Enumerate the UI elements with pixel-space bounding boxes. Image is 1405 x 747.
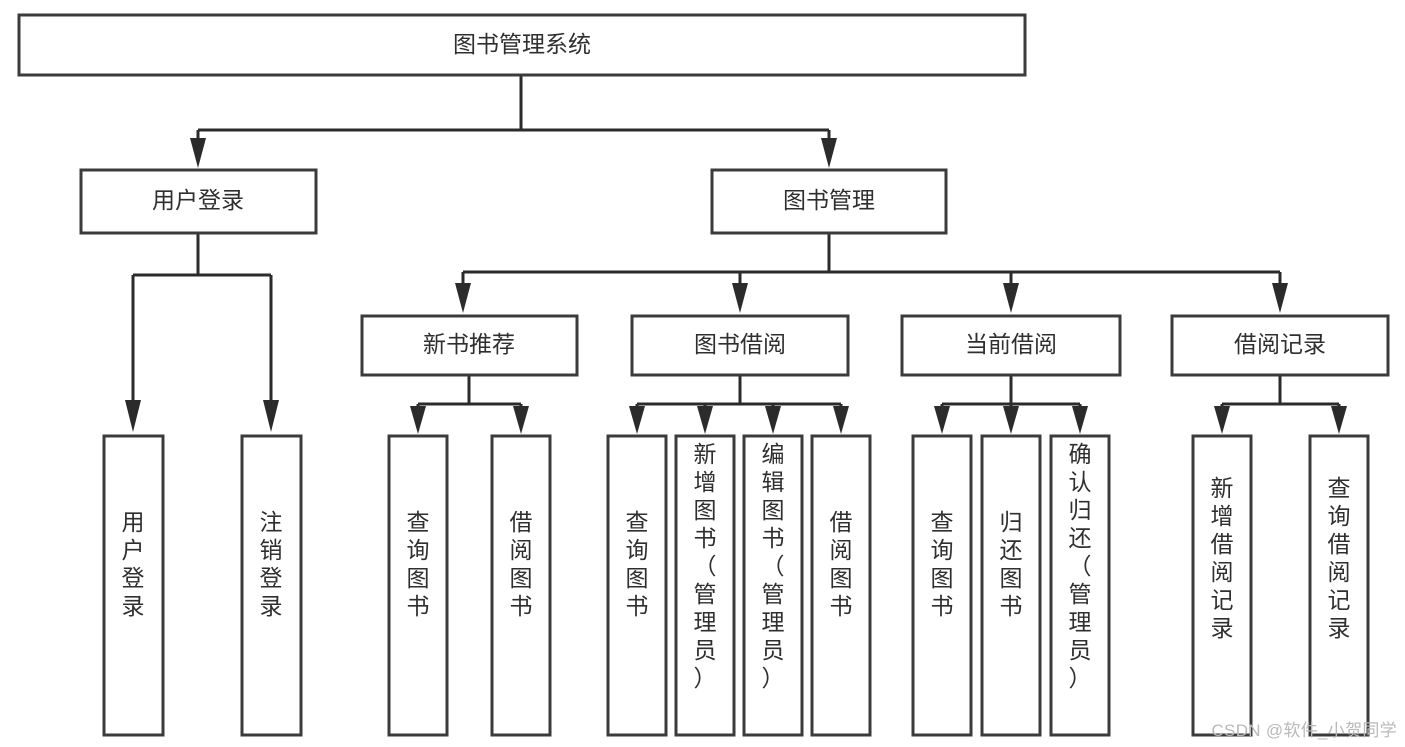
node-current-borrow[interactable]: 当前借阅 [900,314,1122,377]
arrowhead-leaf-add-book [697,406,713,434]
node-borrow-record[interactable]: 借阅记录 [1170,314,1390,377]
node-leaf-add-book-box[interactable] [674,434,736,737]
arrowhead-leaf-user-login [125,400,141,432]
arrowhead-leaf-confirm-return [1072,406,1088,434]
node-leaf-query-record[interactable]: 查询借阅记录 [1308,434,1370,737]
node-leaf-borrow-book-1-label: 借阅图书 [510,509,533,619]
node-leaf-edit-book[interactable]: 编辑图书（管理员） [742,434,804,737]
node-leaf-add-record-box[interactable] [1191,434,1253,737]
node-leaf-query-record-label: 查询借阅记录 [1328,475,1351,641]
connector-group-current-borrow [934,375,1088,434]
node-book-borrow[interactable]: 图书借阅 [630,314,850,377]
connector-group-book-manage [455,233,1288,313]
node-leaf-add-book[interactable]: 新增图书（管理员） [674,434,736,737]
node-leaf-logout-label: 注销登录 [260,509,283,619]
node-new-book-rec-label: 新书推荐 [423,331,515,357]
node-leaf-query-book-2-label: 查询图书 [626,509,649,619]
node-user-login[interactable]: 用户登录 [79,168,318,235]
node-borrow-record-label: 借阅记录 [1234,331,1326,357]
node-leaf-borrow-book-2-label: 借阅图书 [830,509,853,619]
arrowhead-leaf-query-book-2 [629,406,645,434]
arrowhead-leaf-borrow-book-2 [833,406,849,434]
arrowhead-leaf-query-book-3 [934,406,950,434]
node-leaf-return-book-label: 归还图书 [1000,509,1023,619]
node-leaf-edit-book-label: 编辑图书（管理员） [762,441,785,691]
node-current-borrow-label: 当前借阅 [965,331,1057,357]
connector-group-book-borrow [629,375,849,434]
arrowhead-leaf-return-book [1003,406,1019,434]
arrowhead-leaf-add-record [1214,406,1230,434]
node-leaf-confirm-return[interactable]: 确认归还（管理员） [1049,434,1111,737]
node-borrow-record-box[interactable] [1170,314,1390,377]
node-leaf-query-book-1-label: 查询图书 [407,509,430,619]
node-leaf-add-book-label: 新增图书（管理员） [694,441,717,691]
node-leaf-query-book-1[interactable]: 查询图书 [387,434,449,737]
node-leaf-borrow-book-1[interactable]: 借阅图书 [490,434,552,737]
arrowhead-leaf-borrow-book-1 [513,406,529,434]
node-leaf-user-login-label: 用户登录 [122,509,145,619]
node-leaf-borrow-book-2[interactable]: 借阅图书 [810,434,872,737]
node-book-borrow-box[interactable] [630,314,850,377]
node-leaf-user-login-box[interactable] [102,434,165,737]
node-leaf-query-book-2[interactable]: 查询图书 [606,434,668,737]
arrowhead-leaf-edit-book [765,406,781,434]
node-leaf-user-login[interactable]: 用户登录 [102,434,165,737]
arrowhead-leaf-query-record [1331,406,1347,434]
arrowhead-new-book-rec [455,283,471,313]
node-new-book-rec[interactable]: 新书推荐 [360,314,579,377]
node-leaf-borrow-book-2-box[interactable] [810,434,872,737]
node-root-box[interactable] [17,13,1027,77]
node-leaf-logout-box[interactable] [240,434,303,737]
node-current-borrow-box[interactable] [900,314,1122,377]
node-new-book-rec-box[interactable] [360,314,579,377]
node-leaf-return-book-box[interactable] [980,434,1042,737]
csdn-watermark: CSDN @软件_小贺同学 [1211,721,1397,740]
connector-group-user-login [125,233,279,432]
node-leaf-query-book-3-box[interactable] [911,434,973,737]
arrowhead-book-borrow [732,283,748,313]
node-leaf-add-record-label: 新增借阅记录 [1211,475,1234,641]
node-leaf-query-record-box[interactable] [1308,434,1370,737]
node-leaf-query-book-2-box[interactable] [606,434,668,737]
node-leaf-confirm-return-label: 确认归还（管理员） [1069,441,1092,691]
node-user-login-label: 用户登录 [152,187,244,213]
node-leaf-query-book-3-label: 查询图书 [931,509,954,619]
connector-group-new-book-rec [410,375,529,434]
node-book-manage-label: 图书管理 [783,187,875,213]
node-leaf-add-record[interactable]: 新增借阅记录 [1191,434,1253,737]
arrowhead-current-borrow [1003,283,1019,313]
arrowhead-user-login [190,138,206,168]
node-user-login-box[interactable] [79,168,318,235]
node-root-label: 图书管理系统 [453,31,591,57]
node-book-manage[interactable]: 图书管理 [710,168,948,235]
node-leaf-logout[interactable]: 注销登录 [240,434,303,737]
node-leaf-query-book-3[interactable]: 查询图书 [911,434,973,737]
node-book-manage-box[interactable] [710,168,948,235]
arrowhead-leaf-query-book-1 [410,406,426,434]
node-leaf-edit-book-box[interactable] [742,434,804,737]
arrowhead-leaf-logout [263,400,279,432]
node-root[interactable]: 图书管理系统 [17,13,1027,77]
node-leaf-borrow-book-1-box[interactable] [490,434,552,737]
arrowhead-book-manage [821,138,837,168]
connector-group-root [190,75,837,168]
connector-group-borrow-record [1214,375,1347,434]
node-book-borrow-label: 图书借阅 [694,331,786,357]
node-leaf-return-book[interactable]: 归还图书 [980,434,1042,737]
arrowhead-borrow-record [1272,283,1288,313]
node-leaf-query-book-1-box[interactable] [387,434,449,737]
node-leaf-confirm-return-box[interactable] [1049,434,1111,737]
